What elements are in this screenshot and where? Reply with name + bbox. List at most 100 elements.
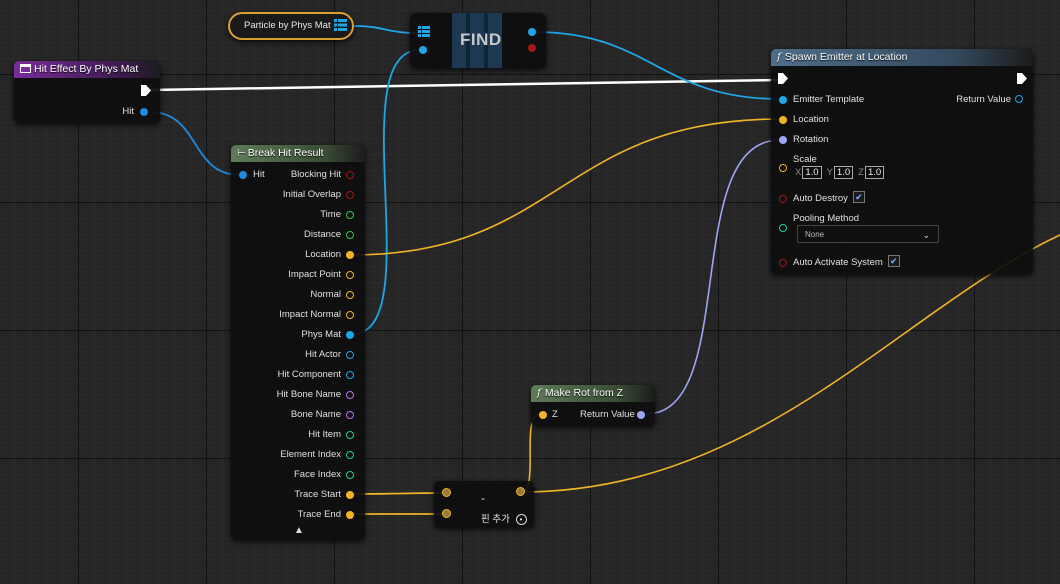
break-hit-output-pin[interactable] — [346, 371, 354, 379]
hit-output-label: Hit — [122, 106, 134, 117]
break-hit-output-pin[interactable] — [346, 251, 354, 259]
scale-z-input[interactable]: 1.0 — [864, 166, 885, 179]
break-hit-output-pin[interactable] — [346, 451, 354, 459]
hit-effect-header: Hit Effect By Phys Mat — [14, 61, 160, 78]
auto-destroy-checkbox[interactable]: ✔ — [852, 191, 865, 204]
add-pin-label: 핀 추가 — [481, 514, 510, 525]
scale-y-axis: Y — [826, 167, 833, 178]
rotation-label: Rotation — [793, 134, 829, 145]
auto-destroy-pin[interactable] — [779, 195, 787, 203]
scale-x-axis: X — [795, 167, 802, 178]
exec-output-pin[interactable] — [1017, 73, 1027, 84]
break-struct-icon: ⊢ — [237, 148, 246, 159]
z-input-label: Z — [552, 409, 558, 420]
hit-effect-by-phys-mat-node[interactable]: Hit Effect By Phys Mat Hit — [14, 61, 160, 123]
break-hit-output-label: Trace End — [297, 509, 341, 520]
scale-label: Scale — [793, 154, 817, 165]
break-hit-output-pin[interactable] — [346, 411, 354, 419]
auto-activate-pin[interactable] — [779, 259, 787, 267]
exec-input-pin[interactable] — [778, 73, 788, 84]
scale-pin[interactable] — [779, 164, 787, 172]
break-hit-output-pin[interactable] — [346, 271, 354, 279]
pooling-method-label: Pooling Method — [793, 213, 860, 224]
break-hit-output-pin[interactable] — [346, 351, 354, 359]
break-hit-output-label: Time — [320, 209, 341, 220]
pooling-method-value: None — [805, 230, 825, 239]
variable-name-label: Particle by Phys Mat — [244, 20, 331, 31]
function-icon: f — [777, 51, 781, 63]
break-hit-output-pin[interactable] — [346, 491, 354, 499]
make-rot-return-pin[interactable] — [637, 411, 645, 419]
find-node-title: FIND — [460, 30, 502, 49]
break-hit-output-label: Blocking Hit — [290, 169, 341, 180]
subtract-symbol: - — [481, 491, 485, 505]
event-grid-icon — [20, 64, 31, 73]
make-rot-return-label: Return Value — [580, 409, 635, 420]
break-hit-output-label: Hit Item — [308, 429, 341, 440]
auto-destroy-text: Auto Destroy — [793, 193, 848, 204]
make-rot-title: Make Rot from Z — [544, 387, 624, 399]
subtract-input-b-pin[interactable] — [442, 509, 451, 518]
particle-to-find-wire — [353, 25, 419, 34]
hit-output-pin[interactable] — [140, 108, 148, 116]
break-hit-output-label: Bone Name — [290, 409, 341, 420]
add-pin-button[interactable]: 핀 추가 • — [481, 511, 527, 525]
break-hit-output-pin[interactable] — [346, 311, 354, 319]
find-to-emitter-wire — [534, 31, 781, 100]
subtract-input-a-pin[interactable] — [442, 488, 451, 497]
location-label: Location — [793, 114, 829, 125]
break-hit-output-pin[interactable] — [346, 331, 354, 339]
return-value-pin[interactable] — [1015, 95, 1023, 103]
find-output-bool-pin[interactable] — [528, 44, 536, 52]
auto-activate-checkbox[interactable]: ✔ — [887, 255, 900, 268]
auto-activate-text: Auto Activate System — [793, 257, 883, 268]
find-node[interactable]: FIND — [410, 13, 546, 68]
break-hit-output-pin[interactable] — [346, 231, 354, 239]
break-hit-title: Break Hit Result — [247, 147, 324, 159]
scale-y-input[interactable]: 1.0 — [833, 166, 854, 179]
location-wire — [351, 118, 781, 256]
z-input-pin[interactable] — [539, 411, 547, 419]
particle-by-phys-mat-variable-node[interactable]: Particle by Phys Mat — [228, 12, 354, 40]
chevron-up-icon[interactable]: ▲ — [294, 525, 304, 536]
break-hit-output-pin[interactable] — [346, 171, 354, 179]
chevron-down-icon: ⌄ — [922, 230, 930, 240]
emitter-template-pin[interactable] — [779, 96, 787, 104]
array-grid-icon — [334, 19, 347, 31]
hit-struct-wire — [149, 111, 241, 176]
rotation-pin[interactable] — [779, 136, 787, 144]
break-hit-output-label: Impact Point — [288, 269, 341, 280]
find-item-input-pin[interactable] — [419, 46, 427, 54]
subtract-node[interactable]: - 핀 추가 • — [434, 481, 534, 527]
break-hit-output-pin[interactable] — [346, 511, 354, 519]
subtract-output-pin[interactable] — [516, 487, 525, 496]
find-node-stripes — [452, 13, 502, 68]
break-hit-output-pin[interactable] — [346, 191, 354, 199]
find-output-index-pin[interactable] — [528, 28, 536, 36]
scale-z-axis: Z — [858, 167, 864, 178]
break-hit-output-label: Phys Mat — [301, 329, 341, 340]
scale-x-input[interactable]: 1.0 — [802, 166, 822, 179]
break-hit-output-pin[interactable] — [346, 431, 354, 439]
break-hit-output-pin[interactable] — [346, 291, 354, 299]
break-hit-output-label: Hit Actor — [305, 349, 341, 360]
location-pin[interactable] — [779, 116, 787, 124]
pooling-method-pin[interactable] — [779, 224, 787, 232]
break-hit-output-label: Face Index — [294, 469, 341, 480]
break-hit-output-pin[interactable] — [346, 211, 354, 219]
spawn-emitter-title: Spawn Emitter at Location — [784, 51, 908, 63]
break-hit-output-pin[interactable] — [346, 391, 354, 399]
pooling-method-dropdown[interactable]: None ⌄ — [797, 225, 939, 243]
hit-input-pin[interactable] — [239, 171, 247, 179]
break-hit-output-label: Element Index — [280, 449, 341, 460]
break-hit-output-pin[interactable] — [346, 471, 354, 479]
exec-output-pin[interactable] — [141, 85, 151, 96]
break-hit-output-label: Normal — [310, 289, 341, 300]
function-icon: f — [537, 387, 541, 399]
array-grid-icon[interactable] — [418, 26, 430, 37]
